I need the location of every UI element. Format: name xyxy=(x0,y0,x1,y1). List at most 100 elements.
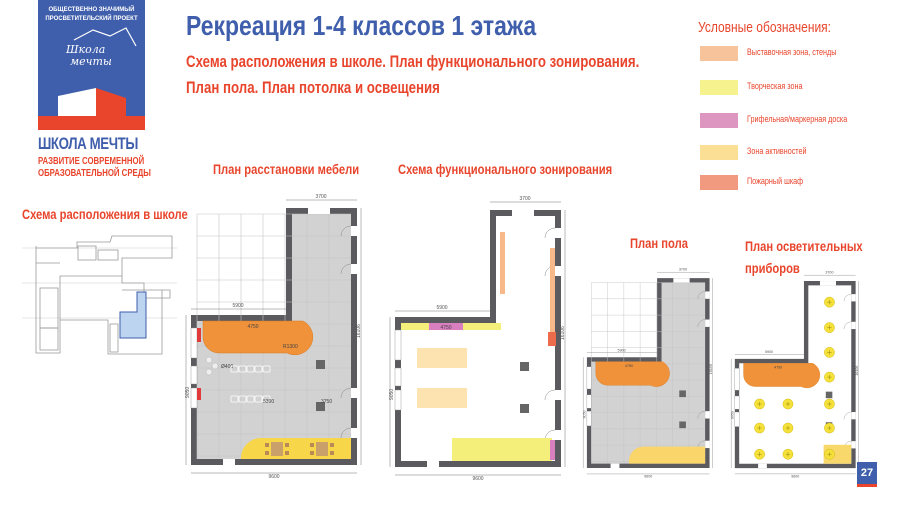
brand-block: ШКОЛА МЕЧТЫ РАЗВИТИЕ СОВРЕМЕННОЙ ОБРАЗОВ… xyxy=(38,134,151,180)
round-stool xyxy=(205,368,213,376)
door-swing xyxy=(843,293,852,302)
dimension-label: 5900 xyxy=(232,303,243,309)
round-stool xyxy=(211,362,219,370)
door-swing xyxy=(697,291,706,299)
marker-board xyxy=(429,323,463,330)
door-swing xyxy=(544,389,556,401)
light-cross xyxy=(757,452,762,457)
furniture-plan-label: План расстановки мебели xyxy=(213,161,360,177)
exit-door xyxy=(427,461,439,467)
subtitle-line-2: План пола. План потолка и освещения xyxy=(186,78,440,97)
hopscotch-cell xyxy=(254,395,263,403)
entrance-door xyxy=(512,210,534,216)
light-cross xyxy=(827,299,832,305)
legend-label: Зона активностей xyxy=(747,146,807,156)
window xyxy=(734,368,740,391)
column xyxy=(520,404,529,413)
dimension-label: 9050 xyxy=(730,411,734,419)
column xyxy=(679,421,686,429)
legend-swatch xyxy=(700,175,738,190)
brand-name: ШКОЛА МЕЧТЫ xyxy=(38,134,138,153)
fire-cabinet xyxy=(197,388,201,400)
door-opening xyxy=(555,266,561,276)
door-opening xyxy=(351,264,357,274)
hopscotch-cell xyxy=(238,365,247,373)
logo-script-line: мечты xyxy=(70,55,112,68)
chair xyxy=(310,451,314,455)
door-swing xyxy=(544,227,556,239)
school-scheme-label: Схема расположения в школе xyxy=(22,206,188,222)
door-opening xyxy=(705,411,710,419)
orange-zone xyxy=(595,361,670,387)
school-location-scheme xyxy=(22,235,177,355)
dimension-label: 5900 xyxy=(618,348,626,352)
dimension-label: 9600 xyxy=(472,476,483,480)
door-opening xyxy=(705,291,710,299)
logo-tagline: ОБЩЕСТВЕННО ЗНАЧИМЫЙ ПРОСВЕТИТЕЛЬСКИЙ ПР… xyxy=(38,6,145,24)
entrance-door xyxy=(819,281,836,286)
window xyxy=(190,365,198,385)
door-opening xyxy=(705,440,710,449)
door-opening xyxy=(851,412,856,420)
dimension-label: R1300 xyxy=(283,344,298,350)
legend-swatch xyxy=(700,46,738,61)
fire-cabinet xyxy=(548,332,556,346)
chair xyxy=(265,443,269,447)
table xyxy=(316,442,328,456)
light-cross xyxy=(827,325,832,330)
hopscotch-cell xyxy=(262,395,271,403)
logo-building-icon xyxy=(58,27,137,116)
light-cross xyxy=(785,401,791,407)
brand-sub: РАЗВИТИЕ СОВРЕМЕННОЙ xyxy=(38,156,145,167)
page-number: 27 xyxy=(857,462,877,487)
dimension-label: 16106 xyxy=(855,366,859,376)
floor-area xyxy=(401,216,555,461)
light-cross xyxy=(785,425,791,431)
dimension-label: 16106 xyxy=(560,326,566,340)
dimension-label: 4750 xyxy=(440,325,451,331)
hopscotch-cell xyxy=(230,395,239,403)
chair xyxy=(330,443,334,447)
dimension-label: 3700 xyxy=(519,196,530,202)
dimension-label: 16106 xyxy=(709,364,713,374)
page-title: Рекреация 1-4 классов 1 этажа xyxy=(186,10,537,41)
orange-zone xyxy=(202,320,314,356)
lighting-plan-label: План осветительных приборов xyxy=(745,235,863,279)
column xyxy=(520,362,529,371)
door-opening xyxy=(351,388,357,398)
light-cross xyxy=(827,401,832,407)
door-opening xyxy=(851,321,856,330)
entrance-door xyxy=(308,208,330,214)
chair xyxy=(265,451,269,455)
column xyxy=(825,391,833,399)
chair xyxy=(285,451,289,455)
door-opening xyxy=(555,390,561,400)
exit-door xyxy=(610,463,620,469)
dimension-label: Ø400 xyxy=(221,364,233,370)
door-opening xyxy=(555,228,561,238)
fire-cabinet xyxy=(197,328,201,342)
dimension-label: 4750 xyxy=(774,365,782,369)
entrance-door xyxy=(673,278,690,283)
chair xyxy=(330,451,334,455)
light-cross xyxy=(785,452,791,457)
round-stool xyxy=(205,356,213,364)
window xyxy=(394,389,402,411)
legend-swatch xyxy=(700,113,738,128)
window xyxy=(394,329,402,361)
hopscotch-cell xyxy=(246,395,255,403)
hopscotch-cell xyxy=(230,365,239,373)
dimension-label: 16106 xyxy=(356,324,362,338)
window xyxy=(586,394,592,409)
hopscotch-cell xyxy=(246,365,255,373)
legend-label: Творческая зона xyxy=(747,81,803,91)
exit-door xyxy=(758,463,767,469)
dimension-label: 3700 xyxy=(679,268,687,272)
dimension-label: 4750 xyxy=(625,364,633,368)
window xyxy=(734,411,740,427)
dimension-label: 5900 xyxy=(436,305,447,311)
recreation-highlight xyxy=(119,291,147,339)
creative-zone xyxy=(452,438,552,461)
dimension-label: 9600 xyxy=(791,475,799,478)
